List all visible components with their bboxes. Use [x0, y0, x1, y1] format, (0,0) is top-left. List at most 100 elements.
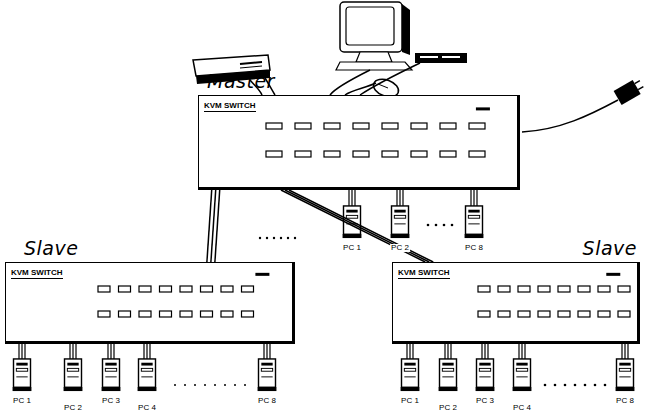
pc-cable	[624, 344, 625, 359]
port	[98, 286, 110, 292]
pc-icon	[465, 206, 484, 238]
port	[242, 311, 254, 317]
port	[119, 286, 131, 292]
pc-cable	[269, 344, 270, 359]
pc-tower	[102, 344, 121, 391]
port	[98, 311, 110, 317]
pc-cable	[72, 344, 73, 359]
port	[558, 311, 570, 317]
kvm-switch: SlaveKVM SWITCH	[5, 262, 295, 344]
port	[469, 123, 485, 129]
pc-cable	[447, 344, 448, 359]
pc-label: PC 2	[63, 404, 83, 412]
power-adapter	[614, 77, 646, 105]
pc-label: PC 2	[438, 404, 458, 412]
pc-cable	[450, 344, 451, 359]
pc-tower	[391, 190, 410, 238]
port	[353, 123, 369, 129]
pc-label: PC 4	[137, 404, 157, 412]
keyboard	[193, 55, 270, 84]
pc-icon	[401, 359, 420, 391]
pc-label: PC 1	[12, 397, 32, 405]
pc-icon	[513, 359, 532, 391]
pc-icon	[476, 359, 495, 391]
pc-cable	[110, 344, 111, 359]
port	[618, 286, 630, 292]
pc-cable	[266, 344, 267, 359]
port	[578, 311, 590, 317]
pc-cable	[476, 190, 477, 206]
port	[139, 311, 151, 317]
port	[139, 286, 151, 292]
switch-logo: KVM SWITCH	[204, 102, 256, 112]
pc-cable	[354, 190, 355, 206]
pc-cable	[521, 344, 522, 359]
port	[618, 311, 630, 317]
switch-heading: Slave	[583, 239, 637, 258]
pc-icon	[64, 359, 83, 391]
pc-cable	[113, 344, 114, 359]
port	[440, 151, 456, 157]
status-led	[606, 273, 620, 276]
pc-icon	[258, 359, 277, 391]
port	[180, 311, 192, 317]
port	[324, 123, 340, 129]
pc-cable	[351, 190, 352, 206]
kvm-switch: SlaveKVM SWITCH	[392, 262, 640, 344]
pc-cable	[402, 190, 403, 206]
pc-tower	[138, 344, 157, 391]
port	[160, 286, 172, 292]
pc-cable	[69, 344, 70, 359]
cable-strand	[285, 190, 429, 262]
port	[266, 123, 282, 129]
pc-cable	[107, 344, 108, 359]
pc-icon	[138, 359, 157, 391]
cable-strand	[289, 190, 433, 262]
port	[382, 123, 398, 129]
pc-label: PC 1	[342, 244, 362, 252]
port	[558, 286, 570, 292]
port	[598, 286, 610, 292]
pc-cable	[518, 344, 519, 359]
pc-label: PC 8	[615, 397, 635, 405]
pc-tower	[616, 344, 635, 391]
pc-cable	[399, 190, 400, 206]
pc-cable	[149, 344, 150, 359]
pc-cable	[409, 344, 410, 359]
port	[201, 286, 213, 292]
port	[469, 151, 485, 157]
pc-cable	[470, 190, 471, 206]
pc-cable	[75, 344, 76, 359]
port	[221, 286, 233, 292]
port-panel	[6, 263, 292, 341]
port	[160, 311, 172, 317]
port	[353, 151, 369, 157]
port	[518, 311, 530, 317]
pc-cable	[621, 344, 622, 359]
port	[221, 311, 233, 317]
pc-label: PC 3	[101, 397, 121, 405]
pc-cable	[481, 344, 482, 359]
status-led	[476, 107, 490, 110]
pc-label: PC 3	[475, 397, 495, 405]
pc-icon	[616, 359, 635, 391]
cable-strand	[215, 190, 220, 262]
pc-tower	[476, 344, 495, 391]
cascade-cable	[281, 190, 433, 262]
port	[478, 311, 490, 317]
port	[498, 286, 510, 292]
switch-logo: KVM SWITCH	[398, 269, 450, 279]
pc-cable	[143, 344, 144, 359]
pc-tower	[465, 190, 484, 238]
pc-cable	[24, 344, 25, 359]
monitor	[336, 2, 412, 70]
pc-cable	[524, 344, 525, 359]
port	[266, 151, 282, 157]
pc-tower	[513, 344, 532, 391]
pc-label: PC 8	[257, 397, 277, 405]
pc-tower	[258, 344, 277, 391]
port	[295, 151, 311, 157]
switch-logo: KVM SWITCH	[11, 269, 63, 279]
pc-cable	[146, 344, 147, 359]
